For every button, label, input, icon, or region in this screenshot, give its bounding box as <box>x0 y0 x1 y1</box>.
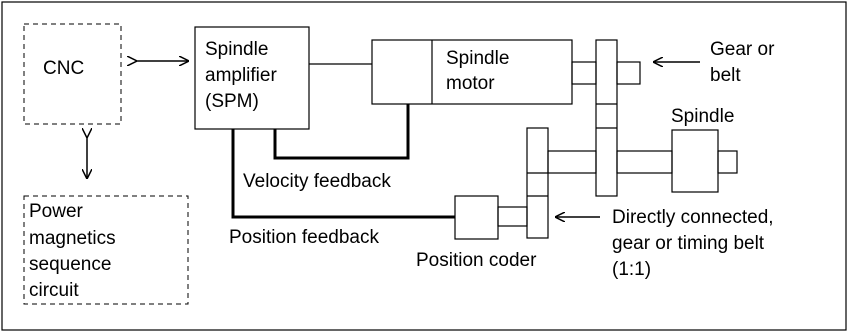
position-coder-box <box>454 195 499 240</box>
spindle-amplifier-box <box>194 26 310 130</box>
gear-or-belt-label-2: belt <box>710 65 741 86</box>
spindle-body <box>671 129 719 193</box>
spindle-shaft-right <box>616 150 673 174</box>
position-feedback-label: Position feedback <box>229 227 379 248</box>
power-magnetics-label-3: sequence <box>29 254 111 275</box>
power-magnetics-label-2: magnetics <box>29 228 116 249</box>
directly-connected-label-1: Directly connected, <box>612 207 774 228</box>
power-magnetics-label-1: Power <box>29 201 84 222</box>
gear-or-belt-label-1: Gear or <box>710 39 775 60</box>
cnc-label: CNC <box>43 58 84 79</box>
velocity-feedback-label: Velocity feedback <box>243 171 391 192</box>
spindle-amplifier-label-3: (SPM) <box>205 91 259 112</box>
velocity-feedback-line <box>273 104 410 160</box>
directly-connected-label-3: (1:1) <box>612 259 651 280</box>
spindle-motor-label-2: motor <box>446 73 495 94</box>
position-coder-shaft <box>497 206 528 227</box>
gear-column <box>595 39 618 197</box>
directly-connected-label-2: gear or timing belt <box>612 233 765 254</box>
spindle-amplifier-label-2: amplifier <box>205 65 277 86</box>
spindle-label: Spindle <box>671 106 734 127</box>
spindle-amplifier-label-1: Spindle <box>205 39 268 60</box>
position-feedback-line <box>231 129 455 219</box>
spindle-motor-label-1: Spindle <box>446 48 509 69</box>
cnc-box <box>23 23 122 125</box>
motor-shaft <box>571 61 597 85</box>
position-coder-label: Position coder <box>416 250 537 271</box>
power-magnetics-label-4: circuit <box>29 280 79 301</box>
power-magnetics-box <box>23 195 189 305</box>
spindle-tip <box>717 150 738 174</box>
coder-gear-column <box>526 127 549 239</box>
gear-shaft-end <box>616 61 641 85</box>
spindle-shaft-left <box>547 150 597 174</box>
